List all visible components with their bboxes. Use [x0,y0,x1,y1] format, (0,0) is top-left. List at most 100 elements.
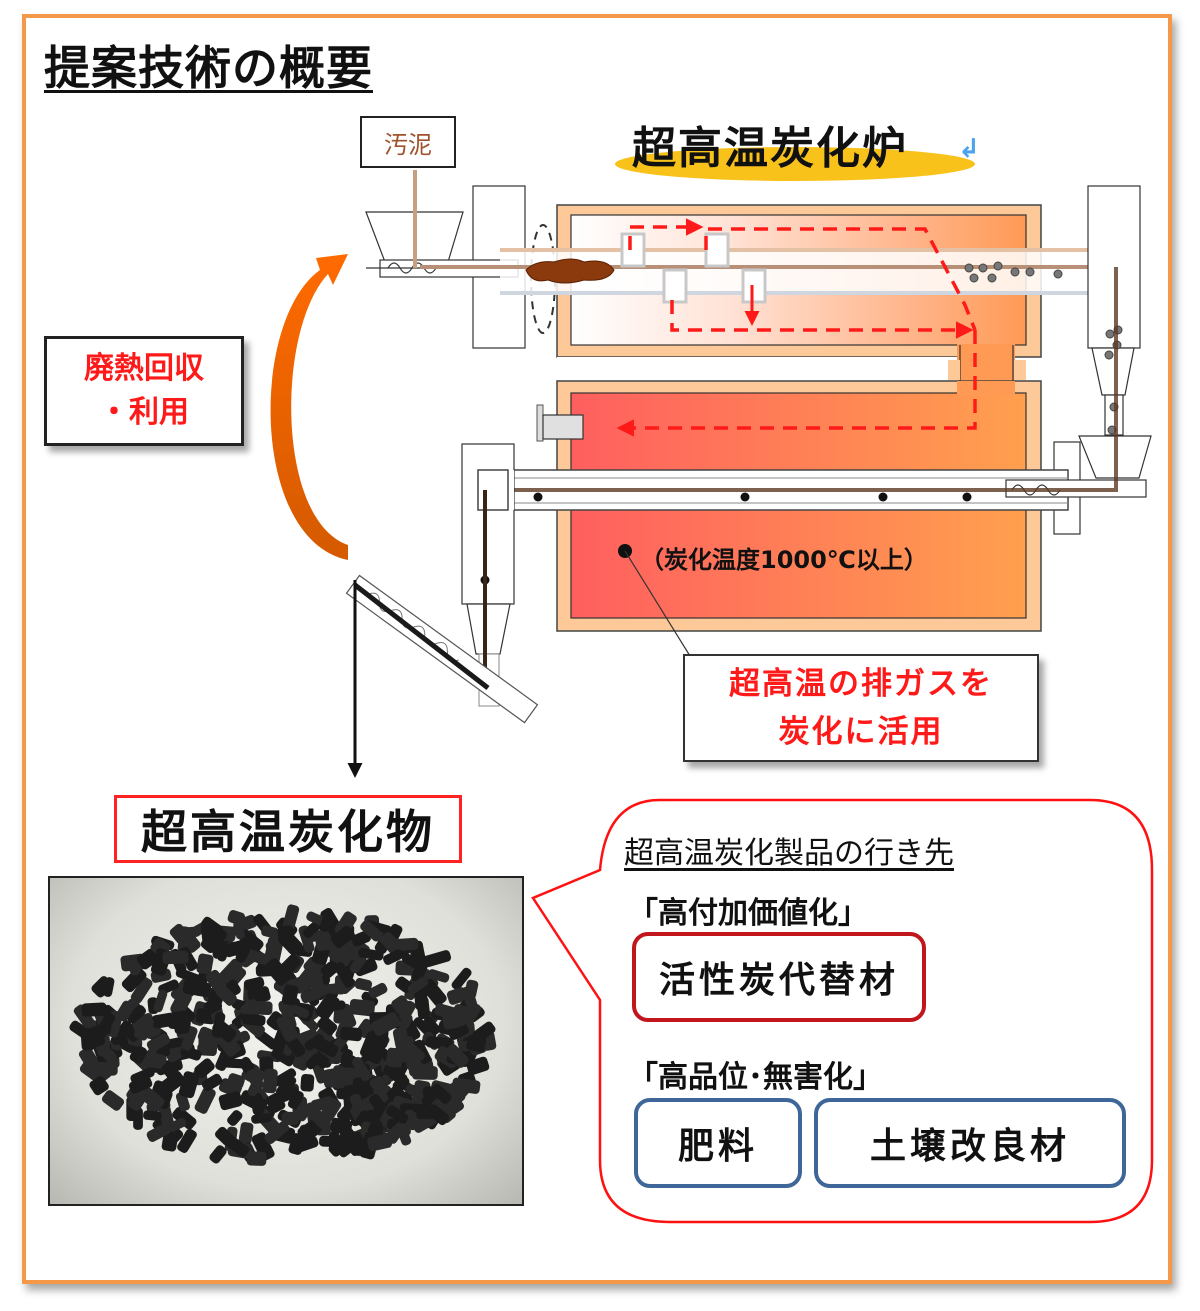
pellet [175,967,202,984]
pellet [209,1145,227,1164]
pellet [351,930,371,947]
exhaust-note-box: 超高温の排ガスを 炭化に活用 [683,654,1039,762]
pellet [235,944,251,963]
pellet [412,1065,438,1080]
pellet [182,979,212,998]
pellet [320,1097,342,1122]
sludge-mass [525,258,615,284]
connecting-duct [557,344,1026,394]
tag-activated-carbon-substitute: 活性炭代替材 [632,932,926,1022]
pellet [401,953,422,970]
pellet [81,1002,107,1017]
pellet [249,950,271,966]
pellet [315,993,340,1020]
pellet [421,978,447,1007]
pellet [173,1010,190,1035]
pellet [304,1034,325,1051]
pellet [239,1090,268,1113]
carbonized-pellets-photo [48,876,524,1206]
pellet [218,958,243,984]
pellet [450,1085,465,1103]
pellet [466,1056,490,1076]
pellet [89,1076,109,1096]
conveyor-material-line [353,583,490,690]
heat-recovery-line2: ・利用 [99,395,189,430]
heat-recovery-arrow [270,254,348,560]
pellet [319,915,332,932]
pellet [117,1030,129,1048]
pellet [300,1074,315,1092]
pellet [281,984,299,1006]
exhaust-note-line2: 炭化に活用 [778,714,944,750]
pellet [151,1012,175,1029]
pellet [73,1004,95,1029]
pellet [201,1073,223,1092]
burner [536,404,584,442]
pellet [367,1133,392,1152]
pellet [146,1033,171,1052]
pellet [94,1012,116,1040]
pellet [395,1121,412,1146]
pellet [466,1034,487,1053]
pellet [251,1113,273,1124]
pellet [261,925,279,939]
pellet [215,985,237,1006]
pellet [387,1067,408,1086]
pellet [360,1031,379,1058]
pellet [242,1013,266,1026]
pellet [383,949,404,965]
page-title: 提案技術の概要 [44,41,373,95]
pellet [91,976,113,998]
pellet [143,1110,162,1121]
pellet [80,1028,95,1051]
pellet [367,1043,386,1065]
pellet [406,1043,425,1061]
pellet [423,950,452,968]
pellet [116,1000,135,1022]
pellet [305,1053,322,1070]
pellet [425,1035,453,1050]
pellet [427,969,450,983]
pellet [407,976,429,995]
pellet [264,1121,290,1144]
gas-flow-path [616,218,977,437]
pellet [411,955,431,983]
pellet [317,1015,338,1036]
pellet [146,1052,167,1070]
pellet [196,953,214,975]
pellet [127,1005,147,1024]
pellet [212,1019,237,1043]
pellet [275,1086,300,1104]
pellet [326,1076,349,1091]
tag-fertilizer: 肥料 [634,1098,802,1188]
pellet [358,947,384,961]
pellet [130,1067,155,1084]
pellet [205,969,227,992]
pellet [349,998,376,1017]
pellet [281,1111,299,1126]
pellet [399,1013,413,1030]
pellet [298,925,315,953]
pellet [317,983,340,996]
pellet [385,1047,404,1068]
pellet [153,989,168,1013]
product-title: 超高温炭化物 [114,795,462,863]
pellet [215,1126,234,1146]
pellet [331,925,355,949]
pellet [408,1084,424,1101]
pellet [139,1087,165,1111]
pellet [206,925,227,945]
pellet [339,1026,363,1042]
pellet [167,1117,187,1132]
exhaust-note-line1: 超高温の排ガスを [729,666,993,702]
heat-recovery-box: 廃熱回収 ・利用 [44,336,244,446]
furnace-title: 超高温炭化炉 [632,123,908,174]
pellet [264,958,291,986]
pellet [238,1122,254,1145]
pellet [319,1135,346,1148]
pellet [162,950,189,965]
pellet [232,923,246,940]
pellet [176,926,201,938]
pellet [218,1091,243,1111]
